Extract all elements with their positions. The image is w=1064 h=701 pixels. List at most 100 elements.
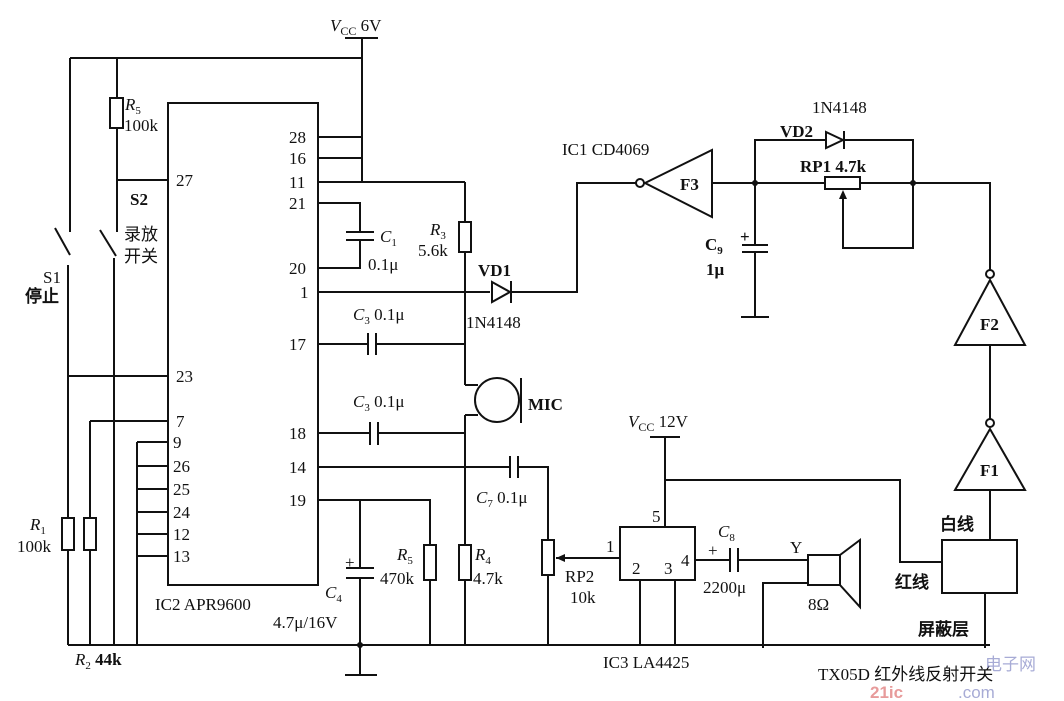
capacitor-c3-pin18 — [318, 422, 465, 445]
resistor-r3 — [458, 182, 472, 385]
resistor-r2 — [83, 517, 97, 551]
speaker-label: Y — [790, 538, 802, 557]
switch-s1 — [54, 58, 71, 645]
c3b-label: C3 0.1μ — [353, 392, 404, 414]
rp2-value: 10k — [570, 588, 596, 607]
pin-19: 19 — [289, 491, 306, 510]
r1-label: R1 — [29, 515, 46, 537]
r2-label: R2 44k — [74, 650, 122, 672]
inverter-f3 — [635, 148, 991, 270]
ic3-pin-1: 1 — [606, 537, 615, 556]
vcc-6v-label: VCC 6V — [330, 16, 382, 38]
svg-text:.com: .com — [958, 683, 995, 701]
f2-label: F2 — [980, 315, 999, 334]
resistor-r5 — [423, 544, 437, 581]
shield-label: 屏蔽层 — [918, 619, 969, 639]
ic3-pin-3: 3 — [664, 559, 673, 578]
c4-value: 4.7μ/16V — [273, 613, 338, 632]
pin-14: 14 — [289, 458, 307, 477]
s2-desc2: 开关 — [124, 247, 158, 266]
capacitor-c8 — [695, 548, 808, 572]
pin-13: 13 — [173, 547, 190, 566]
r5-top-value: 100k — [124, 116, 159, 135]
r3-label: R3 — [429, 220, 446, 242]
ic3-pin-2: 2 — [632, 559, 641, 578]
s2-label: S2 — [130, 190, 148, 209]
c1-label: C1 — [380, 227, 397, 249]
capacitor-c1 — [318, 202, 374, 269]
sensor-label: TX05D 红外线反射开关 — [818, 665, 993, 684]
ic2-label: IC2 APR9600 — [155, 595, 251, 614]
r5-top-label: R5 — [124, 95, 141, 117]
s2-desc1: 录放 — [124, 225, 158, 244]
pin-24: 24 — [173, 503, 191, 522]
resistor-r4 — [458, 544, 472, 581]
vd2-label: VD2 — [780, 122, 813, 141]
capacitor-c9 — [741, 183, 769, 318]
watermark-logo: 21ic .com 电子网 — [870, 655, 1036, 701]
r4-value: 4.7k — [473, 569, 503, 588]
pin-21: 21 — [289, 194, 306, 213]
ic1-label: IC1 CD4069 — [562, 140, 649, 159]
ic3-pin-5: 5 — [652, 507, 661, 526]
potentiometer-rp2 — [541, 539, 620, 576]
pin-16: 16 — [289, 149, 306, 168]
diode-vd1 — [318, 182, 636, 304]
rp2-label: RP2 — [565, 567, 594, 586]
svg-text:电子网: 电子网 — [985, 655, 1036, 674]
red-wire-label: 红线 — [895, 572, 929, 592]
pin-1: 1 — [300, 283, 309, 302]
pin-23: 23 — [176, 367, 193, 386]
capacitor-c7 — [318, 456, 549, 645]
vd1-part: 1N4148 — [466, 313, 521, 332]
r5-value: 470k — [380, 569, 415, 588]
ir-reflective-switch — [665, 479, 1018, 648]
c7-label: C7 0.1μ — [476, 488, 527, 510]
f1-label: F1 — [980, 461, 999, 480]
capacitor-c4 — [318, 499, 431, 676]
speaker-value: 8Ω — [808, 595, 829, 614]
mic-label: MIC — [528, 395, 563, 414]
c8-label: C8 — [718, 522, 735, 544]
s1-label: S1 — [43, 268, 61, 287]
f3-label: F3 — [680, 175, 699, 194]
c9-plus: + — [740, 227, 750, 246]
pin-28: 28 — [289, 128, 306, 147]
pin-11: 11 — [289, 173, 305, 192]
c1-value: 0.1μ — [368, 255, 398, 274]
pin-17: 17 — [289, 335, 307, 354]
vd1-label: VD1 — [478, 261, 511, 280]
microphone — [464, 377, 522, 645]
resistor-r1 — [61, 517, 75, 551]
diode-vd2 — [754, 130, 914, 183]
c8-value: 2200μ — [703, 578, 746, 597]
pin-18: 18 — [289, 424, 306, 443]
c9-value: 1μ — [706, 260, 725, 279]
ic3-la4425 — [619, 436, 696, 645]
c4-label: C4 — [325, 583, 342, 605]
white-wire-label: 白线 — [940, 514, 974, 534]
rp1-label: RP1 4.7k — [800, 157, 867, 176]
svg-text:21ic: 21ic — [870, 683, 903, 701]
inverter-f2 — [953, 269, 1027, 419]
r3-value: 5.6k — [418, 241, 448, 260]
inverter-f1 — [953, 418, 1027, 540]
vcc-12v-label: VCC 12V — [628, 412, 689, 434]
pin-12: 12 — [173, 525, 190, 544]
r4-label: R4 — [474, 545, 491, 567]
vcc-6v-rail — [70, 37, 465, 183]
pin-27: 27 — [176, 171, 194, 190]
r5-label: R5 — [396, 545, 413, 567]
potentiometer-rp1 — [824, 176, 914, 249]
vd2-part: 1N4148 — [812, 98, 867, 117]
speaker-icon — [762, 538, 861, 648]
pin-9: 9 — [173, 433, 182, 452]
pin-26: 26 — [173, 457, 190, 476]
resistor-r5-top — [109, 97, 124, 129]
pin-20: 20 — [289, 259, 306, 278]
pin-25: 25 — [173, 480, 190, 499]
ic3-pin-4: 4 — [681, 551, 690, 570]
s1-desc: 停止 — [25, 286, 59, 306]
